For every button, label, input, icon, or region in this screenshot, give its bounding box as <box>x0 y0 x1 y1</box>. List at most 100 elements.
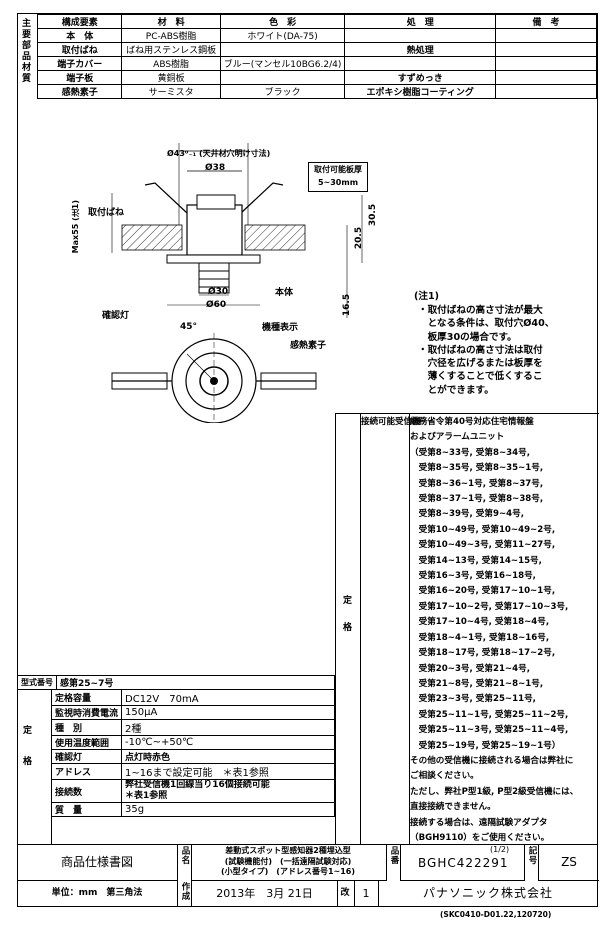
sheet-frame <box>17 13 598 907</box>
materials-cell: ABS樹脂 <box>121 56 221 71</box>
compat-box <box>335 413 599 845</box>
table-row: 接続数弊社受信機1回線当り16個接続可能 ＊表1参照 <box>50 779 335 803</box>
compat-header-col <box>360 413 410 844</box>
date: 2013年 3月 21日 <box>191 880 338 907</box>
approval-table: 型式番号 感第25~7号 <box>17 675 335 690</box>
materials-cell: 感熱素子 <box>36 84 123 99</box>
materials-cell <box>495 28 597 43</box>
ceiling-left <box>121 224 183 251</box>
spec-value: 35g <box>121 802 335 817</box>
spec-label: 質 量 <box>50 802 123 817</box>
notes-title: (注1) <box>414 291 440 302</box>
body-label: 本体 <box>275 288 294 298</box>
diameter-38: Ø38 <box>205 163 226 173</box>
dim-30-5: 30.5 <box>368 203 379 227</box>
company: パナソニック株式会社 <box>422 886 553 900</box>
spec-value: 2種 <box>121 719 335 736</box>
materials-cell <box>219 42 346 57</box>
number-cell <box>400 844 525 881</box>
specs-side-label: 定格 <box>21 725 31 787</box>
spring-right <box>240 182 284 214</box>
materials-cell <box>344 28 497 43</box>
spec-label: 種 別 <box>50 719 123 736</box>
spec-value: 弊社受信機1回線当り16個接続可能 ＊表1参照 <box>121 779 335 803</box>
materials-cell: ばね用ステンレス鋼板 <box>121 42 221 57</box>
model-label: 機種表示 <box>262 323 299 333</box>
materials-side-label: 主要部品材質 <box>20 18 30 84</box>
spec-label: 定格容量 <box>50 689 123 706</box>
product-name-line: (小型タイプ) (アドレス番号1~16) <box>220 867 356 876</box>
name-cell <box>191 844 387 881</box>
max55-dimension: Max55 (注1) <box>71 200 80 254</box>
spec-label: 接続数 <box>50 779 123 803</box>
materials-cell <box>495 42 597 57</box>
materials-header-cell: 構成要素 <box>36 14 123 29</box>
table-row: 使用温度範囲-10℃~+50℃ <box>50 735 335 750</box>
materials-header-cell: 材 料 <box>121 14 221 29</box>
materials-cell <box>344 56 497 71</box>
spring-left <box>144 182 188 214</box>
footer-code: (SKC0410-D01.22,120720) <box>440 910 552 919</box>
symbol-value: ZS <box>538 844 599 881</box>
number-label: 品番 <box>389 846 399 865</box>
spec-label: 確認灯 <box>50 749 123 764</box>
materials-cell: すずめっき <box>344 70 497 85</box>
spec-value: DC12V 70mA <box>121 689 335 706</box>
detector-body <box>186 204 243 256</box>
approval-value: 感第25~7号 <box>56 675 335 690</box>
symbol-label: 記号 <box>527 846 537 865</box>
board-thickness-value: 5~30mm <box>317 178 359 187</box>
compat-list: 総務省令第40号対応住宅情報盤 およびアラームユニット （受第8~33号, 受第… <box>410 417 579 843</box>
product-name: 差動式スポット型感知器2種埋込型(試験機能付) (一括遠隔試験対応)(小型タイプ… <box>193 846 383 878</box>
product-name-line: (試験機能付) (一括遠隔試験対応) <box>224 856 352 866</box>
spec-label: 使用温度範囲 <box>50 735 123 750</box>
spring-label: 取付ばね <box>88 208 125 218</box>
page-number: (1/2) <box>490 845 510 854</box>
product-name-line: 差動式スポット型感知器2種埋込型 <box>225 846 351 855</box>
lamp-label: 確認灯 <box>102 311 130 321</box>
materials-cell: PC-ABS樹脂 <box>121 28 221 43</box>
terminal-cover <box>196 194 236 210</box>
angle-label: 45° <box>180 322 198 332</box>
drawing <box>111 143 363 423</box>
table-row: 感熱素子サーミスタブラックエポキシ樹脂コーティング <box>36 84 597 99</box>
diameter-30: Ø30 <box>208 287 229 297</box>
materials-cell: 端子カバー <box>36 56 123 71</box>
specs-side-cell <box>17 689 52 844</box>
materials-cell: ブラック <box>219 84 346 99</box>
unit-projection: 単位：mm 第三角法 <box>17 880 178 907</box>
table-row: 取付ばねばね用ステンレス鋼板熱処理 <box>36 42 597 57</box>
sensor-body <box>198 262 230 294</box>
materials-header-cell: 色 彩 <box>219 14 346 29</box>
materials-cell: サーミスタ <box>121 84 221 99</box>
board-thickness-box: 取付可能板厚 5~30mm <box>308 162 368 192</box>
materials-cell <box>495 70 597 85</box>
materials-cell <box>219 70 346 85</box>
rev-value: 1 <box>354 880 379 907</box>
name-label: 品名 <box>180 846 190 865</box>
hole-dimension: Ø43⁰₋₁ (天井材穴明け寸法) <box>167 149 271 158</box>
title-block <box>17 844 598 908</box>
board-thickness-label: 取付可能板厚 <box>314 165 362 174</box>
compat-header: 接続可能受信機 <box>361 417 421 427</box>
materials-cell <box>495 84 597 99</box>
diameter-60: Ø60 <box>206 300 227 310</box>
table-row: 確認灯点灯時赤色 <box>50 749 335 764</box>
spec-value: 1~16まで設定可能 ＊表1参照 <box>121 763 335 780</box>
doc-type: 商品仕様書図 <box>17 844 178 881</box>
spec-value: 150μA <box>121 705 335 720</box>
rev-label: 改 <box>336 880 355 907</box>
flange <box>166 254 261 264</box>
dim-16-5: 16.5 <box>342 293 353 317</box>
materials-cell: ブルー(マンセル10BG6.2/4) <box>219 56 346 71</box>
compat-side-label: 定格 <box>341 595 351 649</box>
spec-label: 監視時消費電流 <box>50 705 123 720</box>
materials-cell: 本 体 <box>36 28 123 43</box>
